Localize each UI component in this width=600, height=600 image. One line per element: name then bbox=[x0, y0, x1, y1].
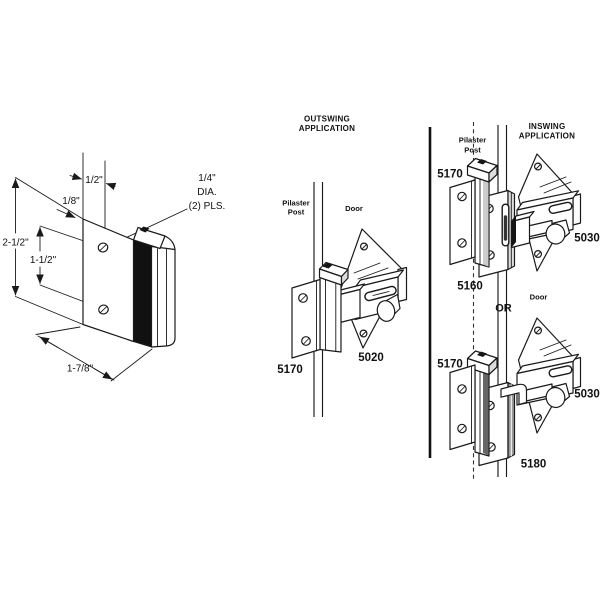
inswing-title-line1: INSWING bbox=[529, 122, 566, 131]
latch-5020 bbox=[333, 228, 408, 349]
inswing-option-top bbox=[449, 153, 582, 278]
strike-detail-drawing: 1/2" 1/8" 1/4" DIA. (2) PLS. 2-1/2" 1-1/… bbox=[0, 152, 226, 382]
latch-knob bbox=[376, 293, 401, 322]
dim-half-label: 1/2" bbox=[85, 175, 103, 186]
strike-plate bbox=[449, 364, 476, 451]
pilaster-post-label: Post bbox=[288, 208, 305, 217]
hole-callout-line3: (2) PLS. bbox=[189, 201, 226, 212]
pilaster-post-label: Post bbox=[464, 146, 481, 155]
outswing-title-line1: OUTSWING bbox=[304, 115, 350, 124]
hole-callout-line1: 1/4" bbox=[198, 173, 216, 184]
strike-5170-outswing bbox=[291, 261, 349, 359]
hole-callout-line2: DIA. bbox=[197, 187, 216, 198]
outswing-application-drawing: OUTSWING APPLICATION Pilaster Post Door … bbox=[277, 115, 408, 417]
strike-5170-top bbox=[449, 157, 498, 268]
inswing-application-drawing: INSWING APPLICATION Pilaster Post 5170 5… bbox=[428, 122, 600, 480]
door-label: Door bbox=[345, 204, 363, 213]
strike-plate bbox=[291, 278, 321, 359]
part-number-5020: 5020 bbox=[358, 352, 384, 364]
dim-hole-spacing-label: 1-1/2" bbox=[30, 255, 57, 266]
part-number-5160: 5160 bbox=[457, 281, 483, 293]
strike-plate bbox=[449, 179, 476, 266]
latch-guide-tab bbox=[572, 193, 582, 226]
strike-5170-bottom bbox=[449, 350, 498, 457]
latch-guide-tab bbox=[572, 356, 582, 390]
pilaster-post-label: Pilaster bbox=[282, 199, 309, 208]
latch-knob bbox=[545, 219, 571, 245]
inswing-title-line2: APPLICATION bbox=[519, 132, 575, 141]
latch-knob bbox=[545, 382, 571, 409]
dim-height-label: 2-1/2" bbox=[2, 238, 29, 249]
bumper-stripe bbox=[133, 239, 152, 348]
strike-plate-isometric bbox=[82, 218, 176, 348]
keeper-hook-block bbox=[510, 210, 535, 249]
latch-5030-bottom bbox=[516, 317, 582, 434]
part-number-5170-bottom: 5170 bbox=[437, 359, 463, 371]
part-number-5170-top: 5170 bbox=[437, 169, 463, 181]
outswing-title-line2: APPLICATION bbox=[299, 124, 355, 133]
inswing-option-bottom bbox=[449, 317, 582, 467]
part-number-5030-top: 5030 bbox=[574, 233, 600, 245]
part-number-5170: 5170 bbox=[277, 364, 303, 376]
ridge-notch bbox=[139, 226, 150, 233]
latch-5030-top bbox=[516, 153, 582, 272]
pilaster-post-label: Pilaster bbox=[459, 136, 486, 145]
door-label: Door bbox=[530, 293, 548, 302]
keeper-hook bbox=[500, 383, 528, 406]
or-label: OR bbox=[495, 303, 512, 315]
part-number-5180: 5180 bbox=[521, 459, 547, 471]
dim-width-label: 1-7/8" bbox=[67, 364, 94, 375]
part-number-5030-bottom: 5030 bbox=[574, 389, 600, 401]
dim-eighth-label: 1/8" bbox=[62, 196, 80, 207]
